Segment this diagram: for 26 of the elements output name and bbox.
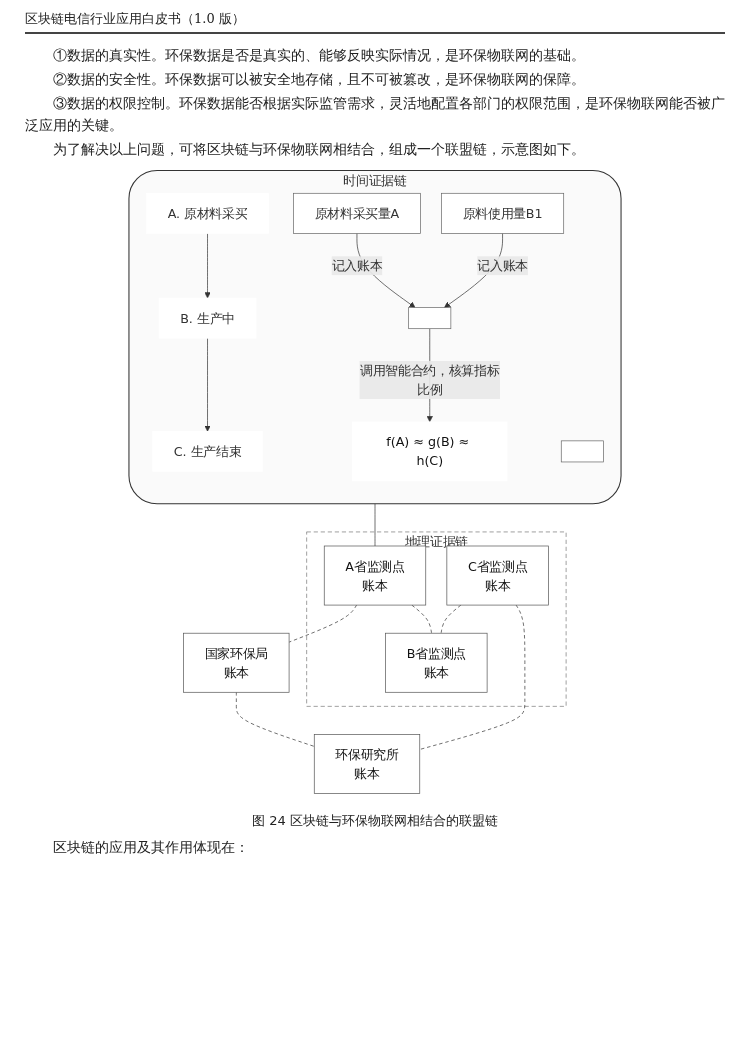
- paragraph: ①数据的真实性。环保数据是否是真实的、能够反映实际情况，是环保物联网的基础。: [52, 46, 586, 65]
- node-box: 国家环保局 账本: [183, 632, 290, 693]
- node-box: [560, 440, 604, 463]
- paragraph: 区块链的应用及其作用体现在：: [52, 838, 250, 857]
- node-text: A. 原材料采买: [167, 205, 248, 221]
- edge-label: 调用智能合约，核算指标比例: [360, 363, 500, 397]
- node-box: B省监测点 账本: [385, 632, 488, 693]
- running-header: 区块链电信行业应用白皮书（1.0 版）: [25, 10, 725, 34]
- node-text: B. 生产中: [180, 310, 235, 326]
- connector: [374, 503, 376, 547]
- paragraph: ②数据的安全性。环保数据可以被安全地存储，且不可被篡改，是环保物联网的保障。: [52, 70, 586, 89]
- node-box: C省监测点 账本: [446, 545, 549, 606]
- connector: [236, 691, 315, 747]
- figure-caption: 图 24 区块链与环保物联网相结合的联盟链: [251, 812, 499, 830]
- edge-label: 记入账本: [477, 258, 528, 274]
- node-box: 原料使用量B1: [441, 192, 565, 234]
- paragraph: 为了解决以上问题，可将区块链与环保物联网相结合，组成一个联盟链，示意图如下。: [52, 140, 586, 159]
- edge-label: 记入账本: [331, 258, 383, 274]
- connector: [419, 604, 526, 750]
- node-box: [408, 307, 452, 330]
- connector: [288, 604, 357, 643]
- node-text: f(A) ≈ g(B) ≈ h(C): [386, 434, 470, 469]
- node-box: 原材料采买量A: [293, 192, 421, 234]
- paragraph: ③数据的权限控制。环保数据能否根据实际监管需求，灵活地配置各部门的权限范围，是环保物联网能否被广泛应用的关键。: [25, 94, 725, 135]
- node-text: C. 生产结束: [173, 444, 242, 459]
- node-box: 环保研究所 账本: [313, 734, 421, 794]
